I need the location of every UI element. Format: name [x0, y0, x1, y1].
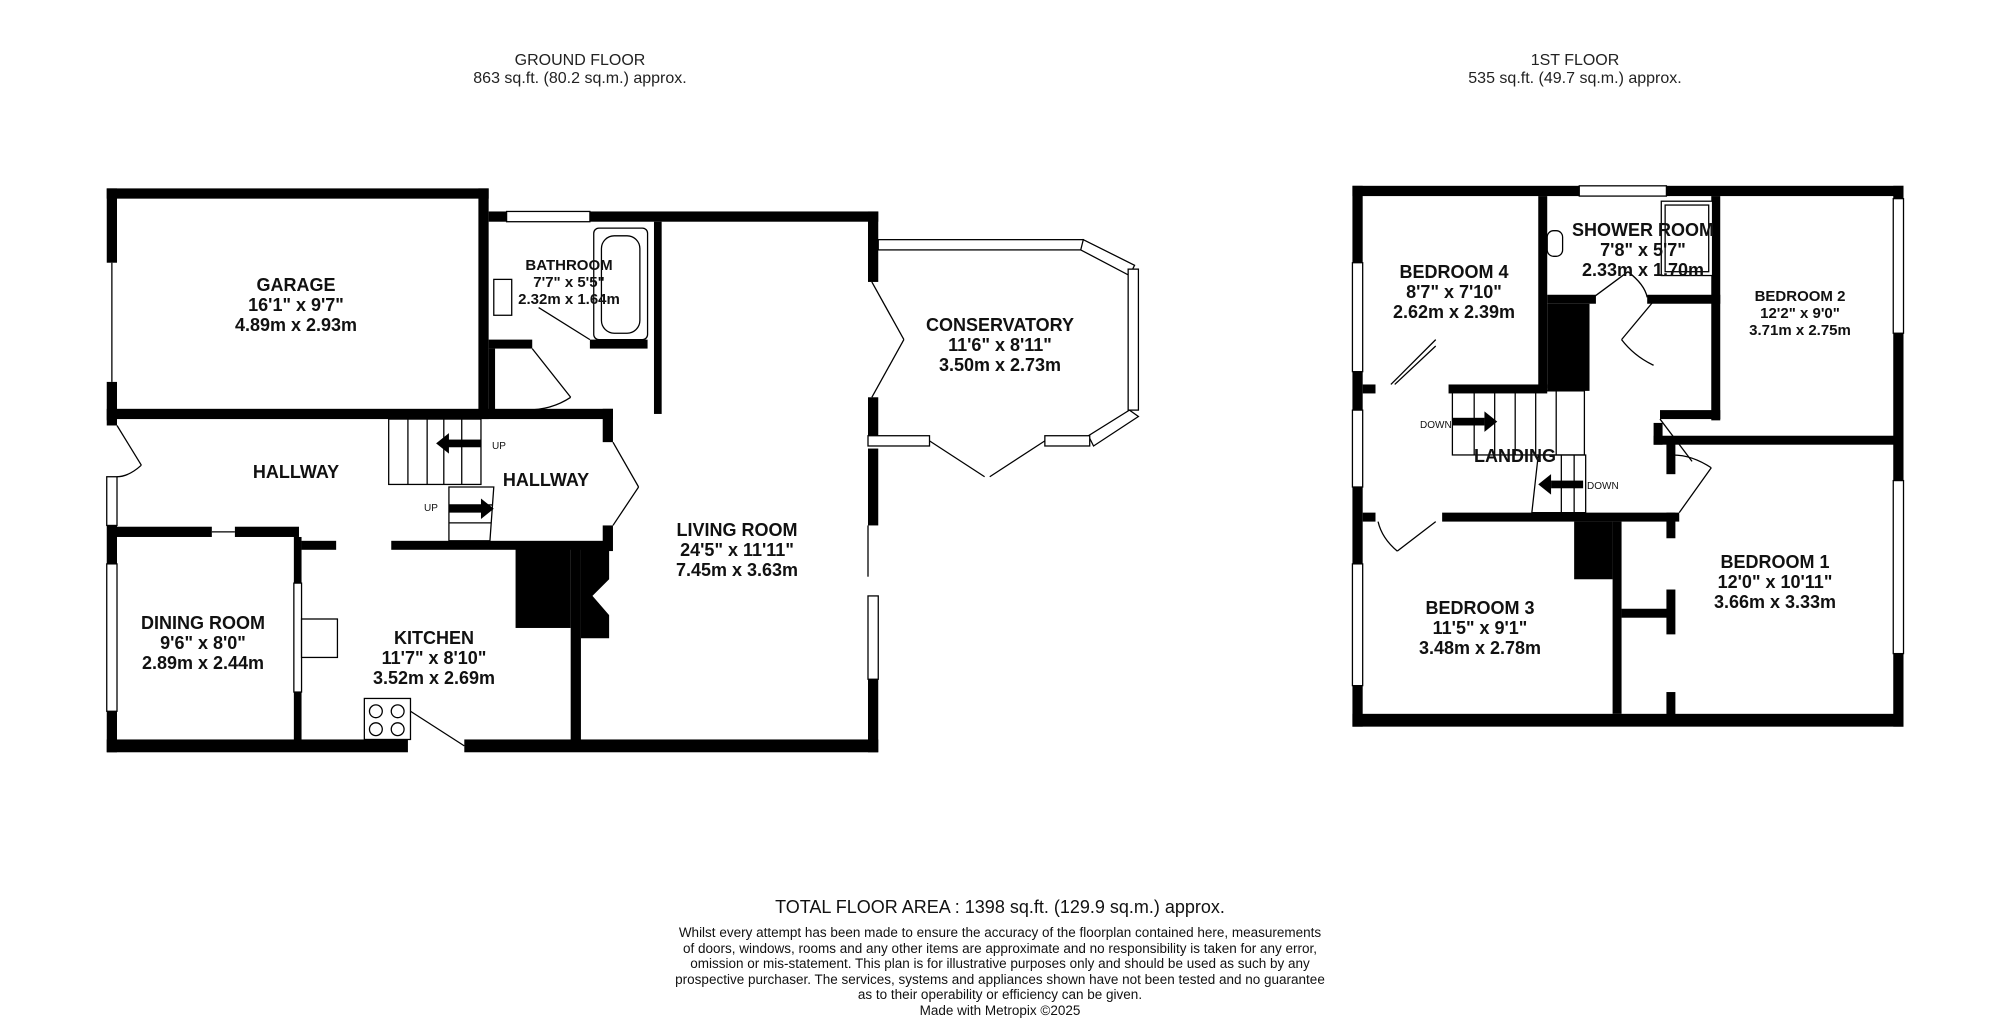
room-imperial: 11'6" x 8'11"	[926, 335, 1074, 355]
room-imperial: 16'1" x 9'7"	[235, 295, 357, 315]
room-name: BEDROOM 4	[1393, 262, 1515, 282]
room-name: KITCHEN	[373, 628, 495, 648]
room-metric: 2.89m x 2.44m	[141, 653, 265, 673]
first-floor-header: 1ST FLOOR 535 sq.ft. (49.7 sq.m.) approx…	[1375, 52, 1775, 88]
room-living-room: LIVING ROOM 24'5" x 11'11" 7.45m x 3.63m	[676, 520, 798, 580]
disclaimer-line: as to their operability or efficiency ca…	[0, 987, 2000, 1003]
room-bedroom-1: BEDROOM 1 12'0" x 10'11" 3.66m x 3.33m	[1714, 552, 1836, 612]
room-kitchen: KITCHEN 11'7" x 8'10" 3.52m x 2.69m	[373, 628, 495, 688]
room-metric: 4.89m x 2.93m	[235, 315, 357, 335]
disclaimer-line: omission or mis-statement. This plan is …	[0, 956, 2000, 972]
room-imperial: 12'0" x 10'11"	[1714, 572, 1836, 592]
room-name: BEDROOM 2	[1749, 288, 1851, 305]
room-imperial: 24'5" x 11'11"	[676, 540, 798, 560]
room-metric: 3.66m x 3.33m	[1714, 592, 1836, 612]
stair-down-label: DOWN	[1420, 420, 1452, 431]
room-metric: 2.62m x 2.39m	[1393, 302, 1515, 322]
room-hallway-2: HALLWAY	[503, 470, 589, 490]
room-name: BEDROOM 3	[1419, 598, 1541, 618]
room-metric: 3.48m x 2.78m	[1419, 638, 1541, 658]
disclaimer-line: prospective purchaser. The services, sys…	[0, 972, 2000, 988]
first-floor-area: 535 sq.ft. (49.7 sq.m.) approx.	[1375, 70, 1775, 88]
room-imperial: 12'2" x 9'0"	[1749, 305, 1851, 322]
room-imperial: 7'8" x 5'7"	[1572, 240, 1714, 260]
room-metric: 3.52m x 2.69m	[373, 668, 495, 688]
room-name: DINING ROOM	[141, 613, 265, 633]
room-imperial: 11'7" x 8'10"	[373, 648, 495, 668]
room-name: HALLWAY	[253, 462, 339, 482]
ground-floor-stair-arrows	[436, 433, 494, 519]
room-name: BATHROOM	[518, 257, 620, 274]
first-floor-title: 1ST FLOOR	[1375, 52, 1775, 70]
room-bedroom-3: BEDROOM 3 11'5" x 9'1" 3.48m x 2.78m	[1419, 598, 1541, 658]
disclaimer: Whilst every attempt has been made to en…	[0, 925, 2000, 1018]
room-landing: LANDING	[1474, 446, 1556, 466]
room-dining-room: DINING ROOM 9'6" x 8'0" 2.89m x 2.44m	[141, 613, 265, 673]
ground-floor-title: GROUND FLOOR	[380, 52, 780, 70]
room-imperial: 11'5" x 9'1"	[1419, 618, 1541, 638]
disclaimer-line: of doors, windows, rooms and any other i…	[0, 941, 2000, 957]
room-metric: 7.45m x 3.63m	[676, 560, 798, 580]
room-hallway: HALLWAY	[253, 462, 339, 482]
total-floor-area: TOTAL FLOOR AREA : 1398 sq.ft. (129.9 sq…	[0, 897, 2000, 918]
room-name: LANDING	[1474, 446, 1556, 466]
room-name: GARAGE	[235, 275, 357, 295]
room-name: BEDROOM 1	[1714, 552, 1836, 572]
room-name: CONSERVATORY	[926, 315, 1074, 335]
stair-up-label: UP	[492, 441, 506, 452]
stair-up-label: UP	[424, 503, 438, 514]
credit: Made with Metropix ©2025	[0, 1003, 2000, 1018]
room-imperial: 7'7" x 5'5"	[518, 274, 620, 291]
room-bedroom-4: BEDROOM 4 8'7" x 7'10" 2.62m x 2.39m	[1393, 262, 1515, 322]
room-name: LIVING ROOM	[676, 520, 798, 540]
room-metric: 2.32m x 1.64m	[518, 291, 620, 308]
room-name: HALLWAY	[503, 470, 589, 490]
room-conservatory: CONSERVATORY 11'6" x 8'11" 3.50m x 2.73m	[926, 315, 1074, 375]
ground-floor-area: 863 sq.ft. (80.2 sq.m.) approx.	[380, 70, 780, 88]
room-metric: 3.50m x 2.73m	[926, 355, 1074, 375]
disclaimer-line: Whilst every attempt has been made to en…	[0, 925, 2000, 941]
ground-floor-header: GROUND FLOOR 863 sq.ft. (80.2 sq.m.) app…	[380, 52, 780, 88]
room-metric: 3.71m x 2.75m	[1749, 322, 1851, 339]
room-name: SHOWER ROOM	[1572, 220, 1714, 240]
room-garage: GARAGE 16'1" x 9'7" 4.89m x 2.93m	[235, 275, 357, 335]
room-shower-room: SHOWER ROOM 7'8" x 5'7" 2.33m x 1.70m	[1572, 220, 1714, 280]
room-imperial: 9'6" x 8'0"	[141, 633, 265, 653]
room-imperial: 8'7" x 7'10"	[1393, 282, 1515, 302]
room-bathroom: BATHROOM 7'7" x 5'5" 2.32m x 1.64m	[518, 257, 620, 308]
room-metric: 2.33m x 1.70m	[1572, 260, 1714, 280]
room-bedroom-2: BEDROOM 2 12'2" x 9'0" 3.71m x 2.75m	[1749, 288, 1851, 339]
stair-down-label: DOWN	[1587, 481, 1619, 492]
